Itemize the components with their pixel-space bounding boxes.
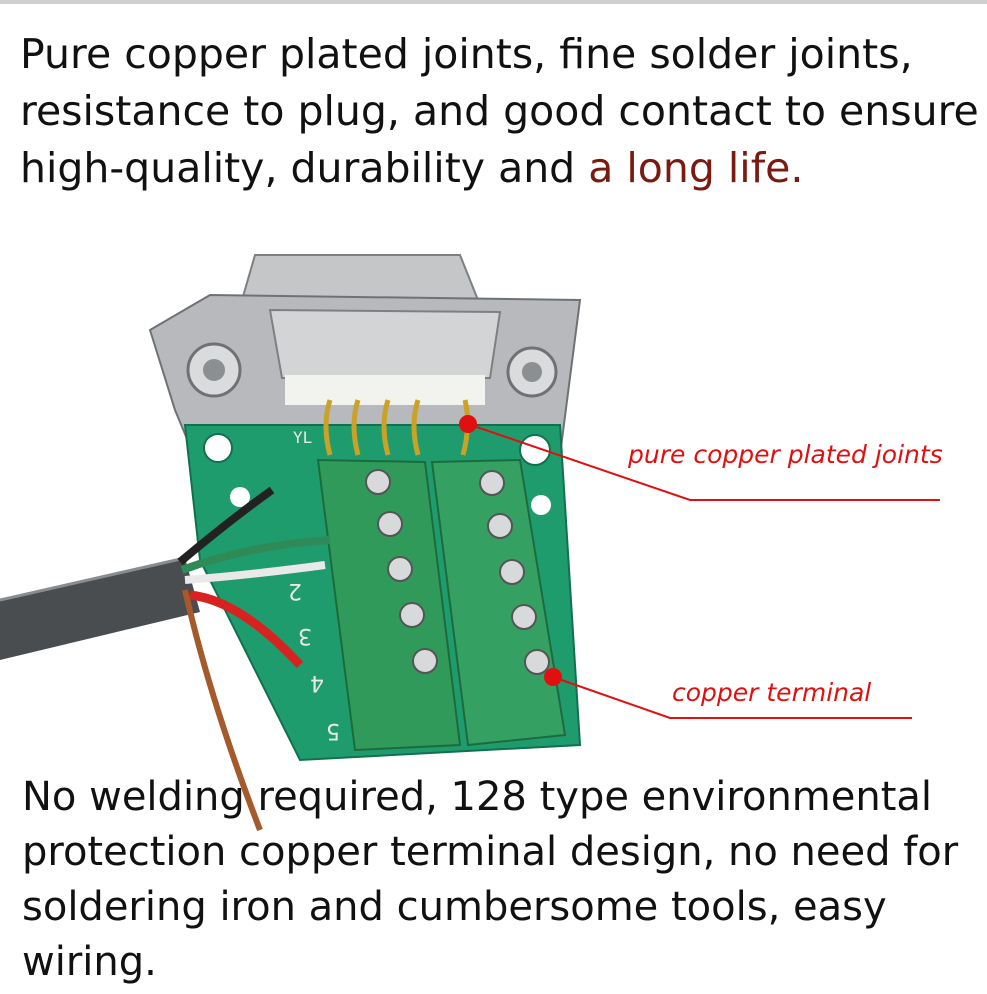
wire-green (180, 536, 331, 574)
footer-description: No welding required, 128 type environmen… (22, 774, 959, 985)
headline-main: Pure copper plated joints, fine solder j… (20, 30, 979, 192)
wire-shield-braid (182, 589, 263, 832)
wire-black (177, 486, 275, 566)
callout-leader-terminal (552, 676, 912, 719)
db9-shell-front (268, 308, 502, 379)
headline-accent: a long life. (588, 144, 804, 192)
callout-leader-joints (467, 423, 940, 501)
pcb-pin-3: 3 (298, 623, 312, 648)
pcb-pin-4: 4 (310, 670, 324, 695)
headline-text: Pure copper plated joints, fine solder j… (20, 26, 980, 197)
top-divider (0, 0, 987, 4)
terminal-block-left (316, 458, 462, 752)
pcb-silkscreen: YL (293, 428, 312, 447)
callout-label-joints: pure copper plated joints (628, 440, 943, 469)
wire-red (189, 590, 304, 669)
cable-jacket (0, 558, 200, 660)
pcb-hole-left-icon (203, 433, 233, 463)
db9-shell-back (240, 254, 480, 301)
terminal-screws (365, 469, 550, 675)
wire-white (184, 561, 326, 584)
callout-label-terminal: copper terminal (672, 678, 872, 707)
pcb-pin-2: 2 (288, 578, 302, 603)
pcb-pin-5: 5 (326, 718, 340, 743)
pcb-hole-right-icon (519, 434, 551, 466)
connector-photo: YL 2 3 4 5 (0, 254, 940, 832)
